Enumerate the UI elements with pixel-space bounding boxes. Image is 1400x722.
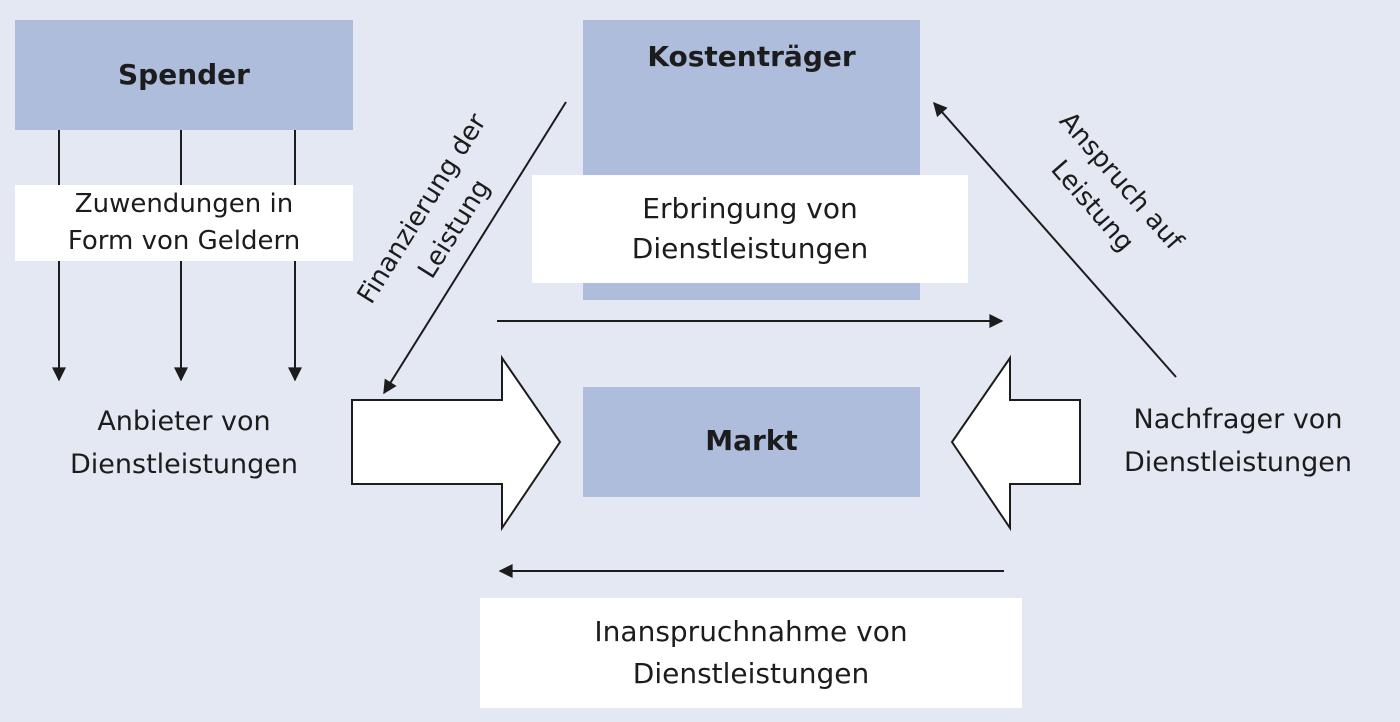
- inanspruchnahme-line-1: Inanspruchnahme von: [594, 615, 908, 648]
- zuwendungen-line-2: Form von Geldern: [67, 226, 301, 256]
- erbringung-label: Erbringung von Dienstleistungen: [532, 175, 968, 283]
- anspruch-arrow: [933, 101, 1177, 378]
- nachfrager-line-2: Dienstleistungen: [1123, 447, 1353, 478]
- kostentraeger-title: Kostenträger: [647, 40, 856, 73]
- big-arrow-right: [351, 354, 562, 532]
- anbieter-label: Anbieter von Dienstleistungen: [15, 400, 353, 486]
- anbieter-line-2: Dienstleistungen: [69, 449, 299, 480]
- finanzierung-arrow: [383, 101, 567, 395]
- nachfrager-label: Nachfrager von Dienstleistungen: [1093, 398, 1383, 484]
- big-arrow-left: [950, 354, 1081, 532]
- nachfrager-line-1: Nachfrager von: [1133, 404, 1343, 435]
- zuwendungen-line-1: Zuwendungen in: [74, 189, 294, 219]
- markt-title: Markt: [705, 424, 798, 457]
- erbringung-line-1: Erbringung von: [642, 192, 858, 225]
- markt-box: [583, 387, 920, 497]
- erbringung-line-2: Dienstleistungen: [631, 232, 869, 265]
- zuwendungen-label: Zuwendungen in Form von Geldern: [15, 185, 353, 261]
- inanspruchnahme-label: Inanspruchnahme von Dienstleistungen: [480, 598, 1022, 708]
- spender-title: Spender: [118, 58, 250, 91]
- anbieter-line-1: Anbieter von: [97, 406, 271, 437]
- inanspruchnahme-line-2: Dienstleistungen: [632, 657, 870, 690]
- spender-box: [15, 20, 353, 130]
